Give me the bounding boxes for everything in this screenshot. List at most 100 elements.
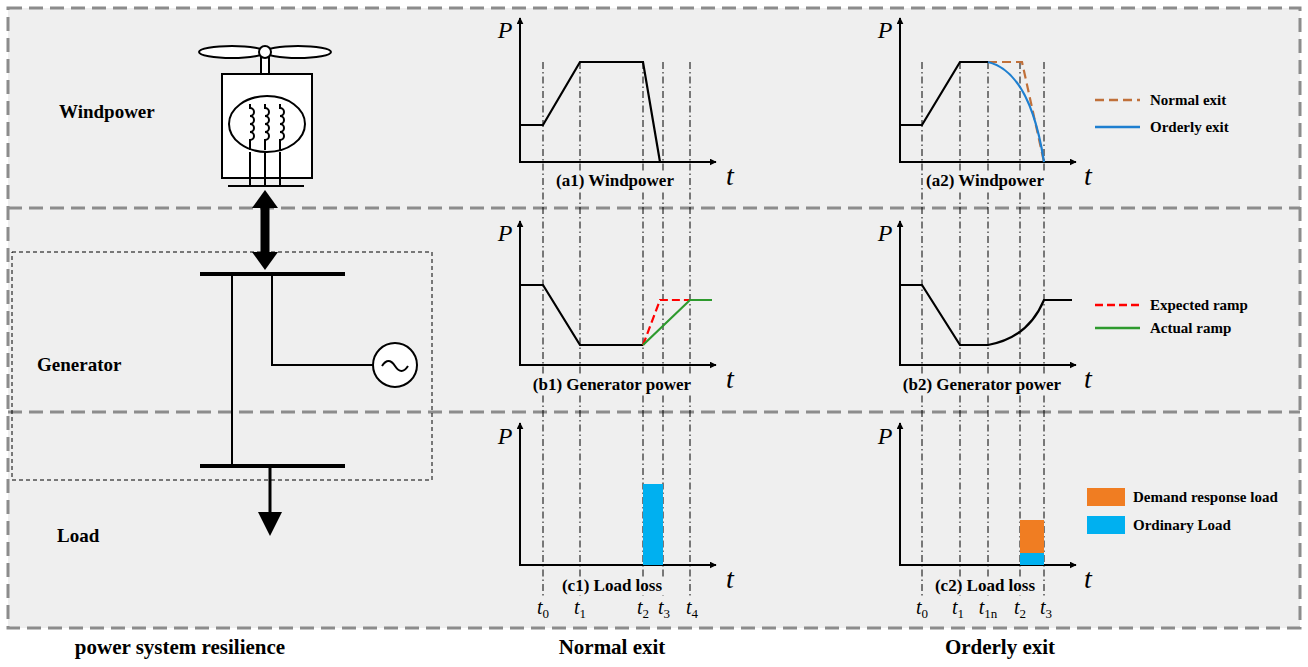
legend-label: Demand response load	[1133, 489, 1278, 506]
time-tick: t3	[1038, 596, 1054, 621]
power-flow-arrow	[252, 190, 278, 270]
figure-stroke	[1020, 520, 1044, 553]
panel-caption: (b2) Generator power	[901, 376, 1063, 395]
figure-stroke	[519, 564, 716, 566]
time-tick: t1n	[977, 596, 1000, 621]
figure-stroke	[250, 104, 254, 150]
legend-label: Actual ramp	[1150, 320, 1231, 337]
section-title: Normal exit	[557, 636, 668, 659]
chart-curves	[520, 62, 1072, 345]
figure-stroke	[520, 62, 660, 162]
axis-label: P	[876, 220, 895, 246]
figure-stroke	[643, 300, 712, 345]
panel-caption: (c1) Load loss	[560, 577, 664, 596]
figure-stroke	[1095, 304, 1140, 307]
figure-stroke	[988, 62, 989, 596]
figure-stroke	[1095, 327, 1140, 330]
figure-stroke	[269, 466, 272, 514]
figure-stroke	[272, 274, 373, 365]
figure-stroke	[231, 274, 233, 466]
figure-stroke	[960, 62, 961, 596]
time-tick: t2	[635, 596, 651, 621]
axis-label: t	[724, 564, 736, 595]
legend-label: Orderly exit	[1150, 119, 1229, 136]
figure-stroke	[1095, 126, 1140, 129]
figure-stroke	[519, 423, 521, 566]
figure-stroke	[252, 190, 278, 208]
legend-label: Normal exit	[1150, 92, 1226, 109]
panel-caption: (b1) Generator power	[531, 376, 693, 395]
time-tick: t2	[1012, 596, 1028, 621]
band-separator	[8, 207, 1300, 210]
figure-stroke	[229, 96, 305, 152]
time-tick: t4	[684, 596, 700, 621]
axis-label: t	[724, 364, 736, 395]
figure-stroke	[643, 484, 663, 565]
figure-stroke	[519, 18, 521, 163]
figure-stroke	[252, 252, 278, 270]
axis-label: P	[496, 220, 515, 246]
figure-stroke	[520, 285, 643, 345]
figure-stroke	[382, 361, 408, 371]
part-name: Windpower	[57, 102, 157, 123]
figure-stroke	[899, 161, 1076, 163]
figure-stroke	[1020, 62, 1021, 596]
figure-stroke	[988, 62, 1044, 162]
figure-stroke	[988, 62, 1044, 162]
figure-stroke	[264, 152, 266, 186]
chart-axes	[519, 18, 1076, 566]
time-tick: t0	[914, 596, 930, 621]
figure-stroke	[265, 46, 331, 58]
axis-label: t	[1082, 161, 1094, 192]
axis-label: t	[724, 161, 736, 192]
axis-label: P	[876, 423, 895, 449]
figure-stroke	[258, 512, 282, 536]
axis-label: t	[1082, 564, 1094, 595]
network-schematic	[200, 274, 417, 536]
figure-stroke	[899, 364, 1076, 366]
panel-caption: (a1) Windpower	[554, 172, 676, 191]
figure-stroke	[922, 62, 923, 596]
time-guides	[543, 62, 1044, 596]
grid-boundary	[12, 252, 432, 480]
figure-stroke	[519, 161, 716, 163]
figure-stroke	[899, 221, 901, 366]
time-tick: t1	[950, 596, 966, 621]
figure-stroke	[265, 104, 269, 150]
figure-stroke	[279, 152, 281, 186]
figure-stroke	[899, 18, 901, 163]
axis-label: t	[1082, 364, 1094, 395]
figure-stroke	[199, 46, 265, 58]
section-title: Orderly exit	[943, 636, 1057, 659]
figure-stroke	[690, 62, 691, 596]
wind-turbine	[199, 46, 331, 186]
figure-stroke	[228, 185, 304, 187]
time-tick: t0	[535, 596, 551, 621]
figure-stroke	[259, 46, 271, 58]
figure-stroke	[580, 62, 581, 596]
figure-stroke	[899, 423, 901, 566]
time-tick: t1	[572, 596, 588, 621]
figure-stroke	[519, 221, 521, 366]
figure-stroke	[373, 343, 417, 387]
band-separator	[8, 411, 1300, 414]
figure-stroke	[200, 464, 345, 468]
figure-stroke	[249, 152, 251, 186]
load-loss-bars	[643, 484, 1044, 565]
panel-caption: (c2) Load loss	[933, 577, 1037, 596]
legend-swatch	[1087, 516, 1125, 534]
figure-stroke	[280, 104, 284, 150]
axis-label: P	[496, 423, 515, 449]
figure-stroke	[900, 285, 1072, 345]
outer-frame	[8, 8, 1300, 628]
part-name: Load	[55, 526, 101, 547]
figure-stroke	[222, 74, 312, 178]
legend-swatch	[1087, 488, 1125, 506]
axis-label: P	[876, 17, 895, 43]
figure-stroke	[519, 364, 716, 366]
figure-stroke	[899, 564, 1076, 566]
legend-label: Expected ramp	[1150, 297, 1248, 314]
figure-stroke	[1020, 553, 1044, 565]
section-title: power system resilience	[73, 636, 287, 659]
